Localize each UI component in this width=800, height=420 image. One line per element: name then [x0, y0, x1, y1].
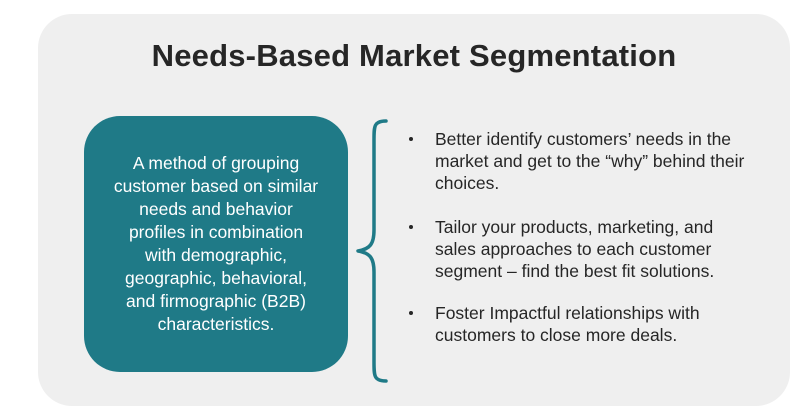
list-item: Tailor your products, marketing, and sal…: [405, 216, 755, 282]
benefits-list: Better identify customers’ needs in the …: [405, 128, 755, 346]
definition-text: A method of grouping customer based on s…: [113, 153, 319, 334]
definition-box: A method of grouping customer based on s…: [84, 116, 348, 372]
bullet-icon: [409, 225, 413, 229]
benefit-text: Tailor your products, marketing, and sal…: [435, 217, 715, 281]
list-item: Foster Impactful relationships with cust…: [405, 302, 755, 346]
list-item: Better identify customers’ needs in the …: [405, 128, 755, 194]
bullet-icon: [409, 137, 413, 141]
curly-brace-icon: [356, 119, 388, 383]
bullet-icon: [409, 311, 413, 315]
benefit-text: Foster Impactful relationships with cust…: [435, 303, 700, 345]
benefit-text: Better identify customers’ needs in the …: [435, 129, 745, 193]
diagram-title: Needs-Based Market Segmentation: [151, 38, 677, 73]
